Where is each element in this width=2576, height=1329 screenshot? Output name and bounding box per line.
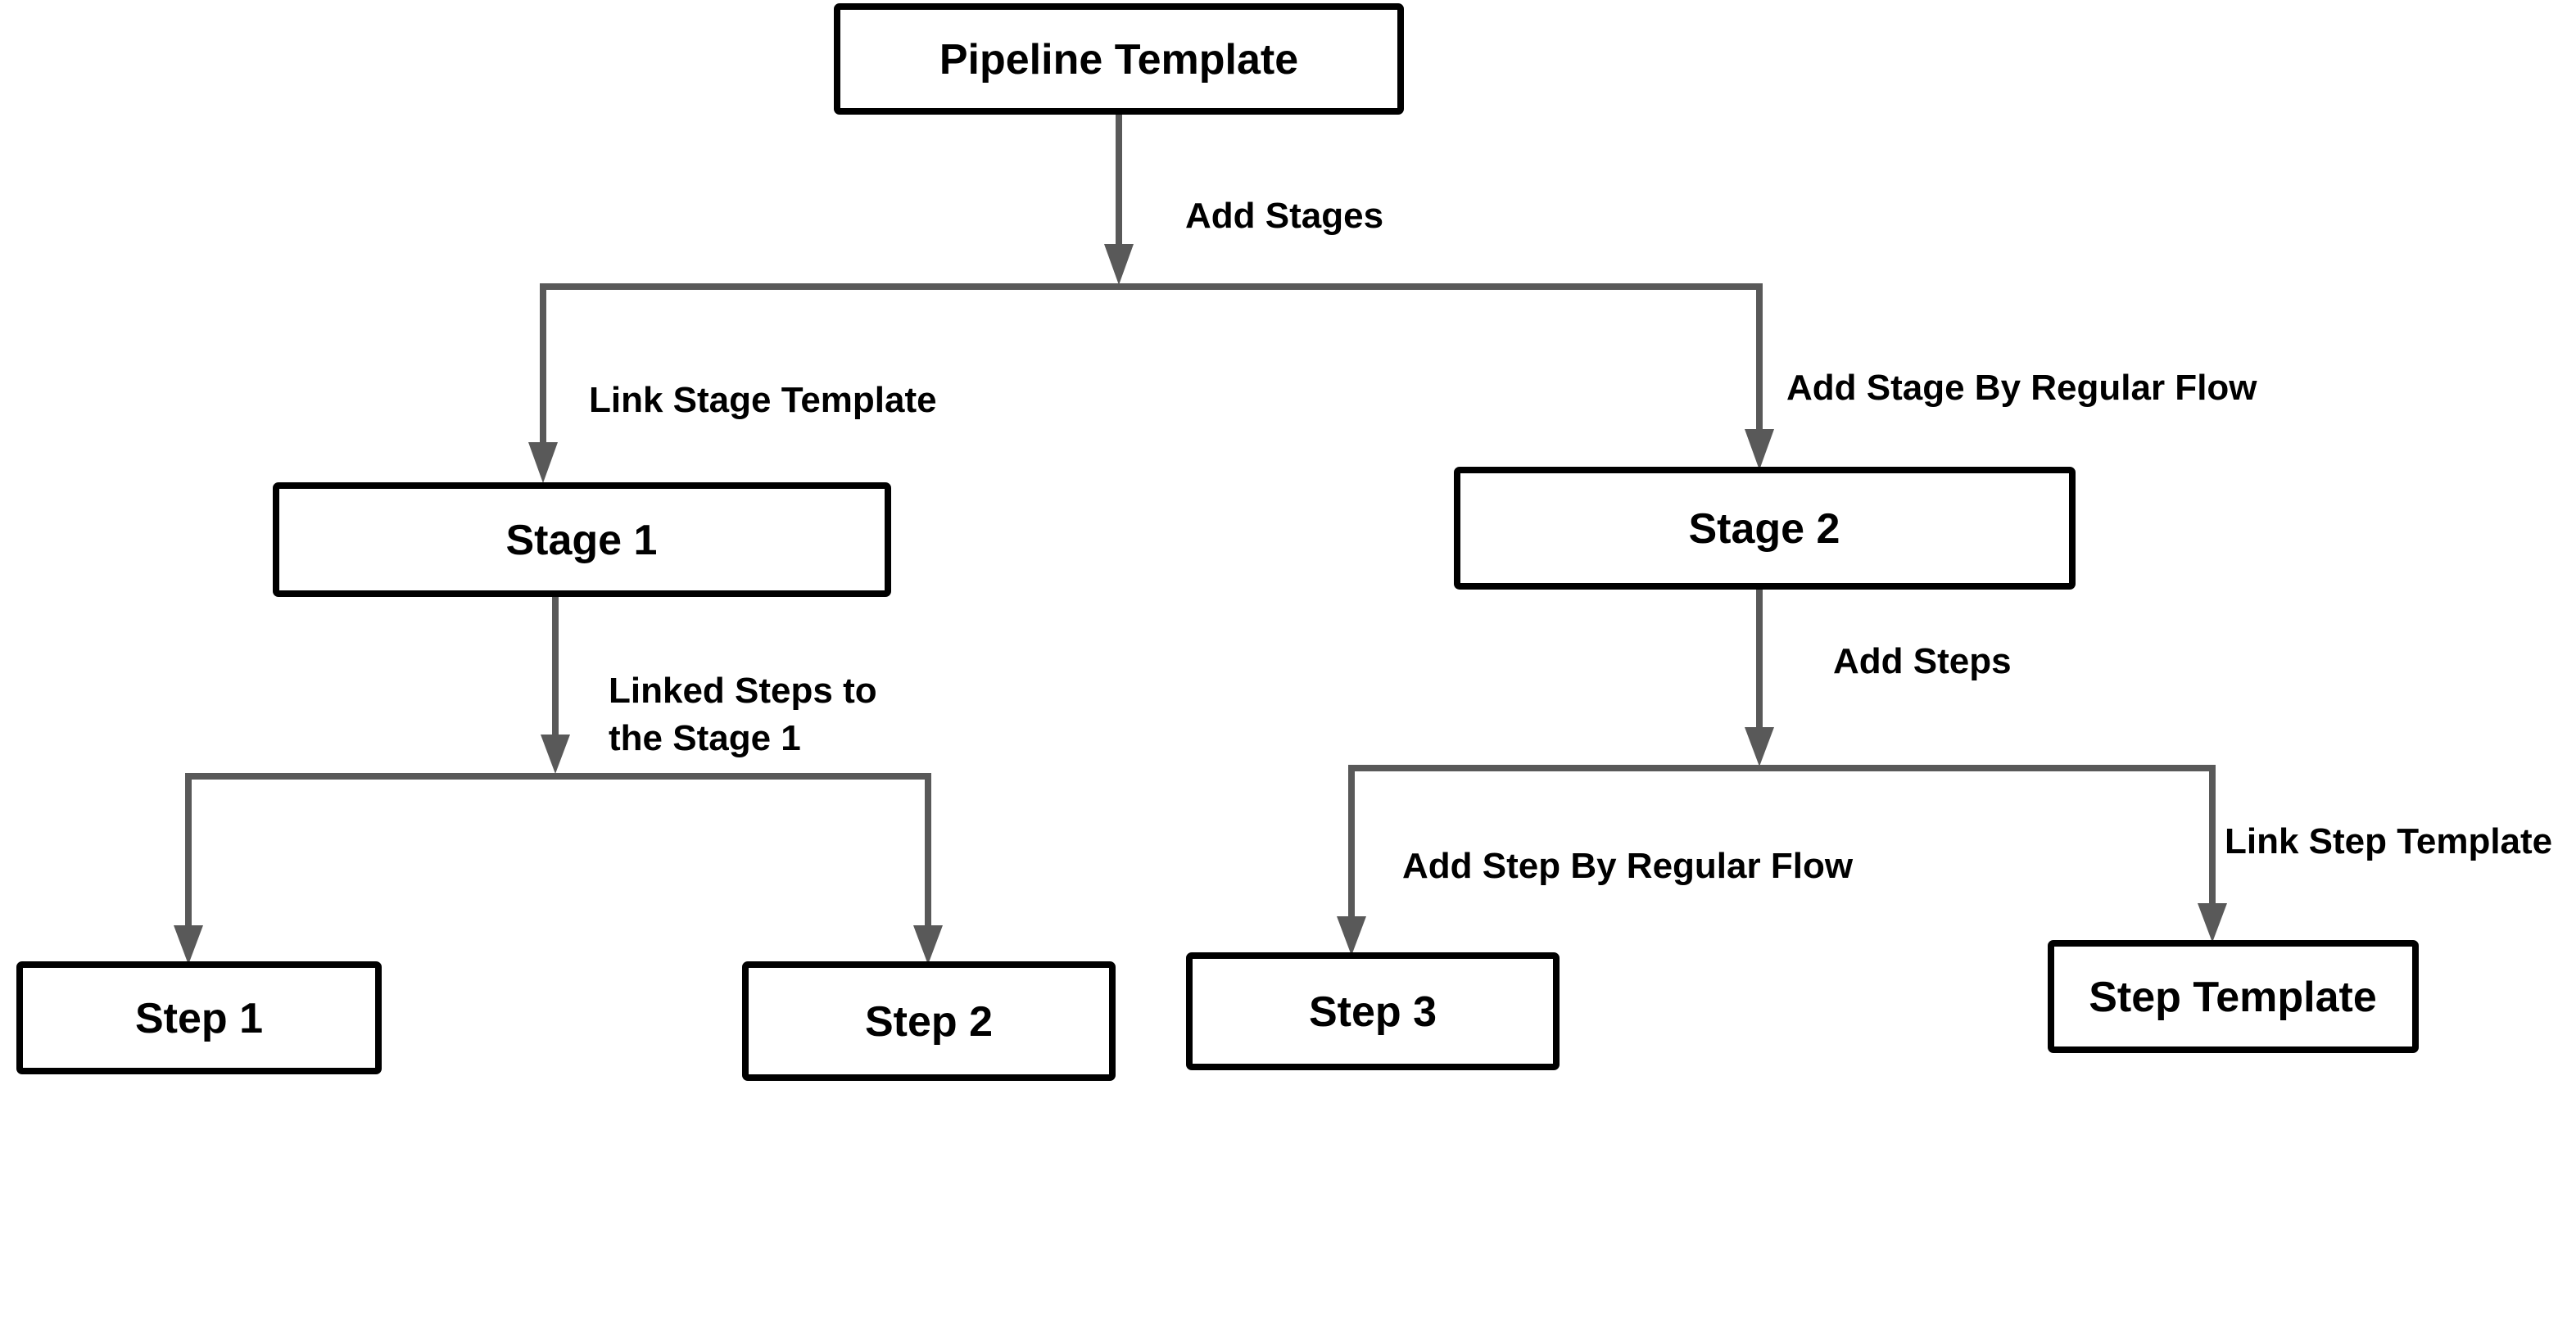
edge-label-add-stages: Add Stages: [1185, 196, 1383, 236]
edge-label-add-steps: Add Steps: [1833, 641, 2012, 681]
edge-level2-right-branch: [1337, 765, 2227, 956]
node-label-stage-2: Stage 2: [1689, 505, 1840, 553]
node-pipeline-template: Pipeline Template: [834, 3, 1404, 115]
node-label-step-3: Step 3: [1309, 988, 1437, 1036]
edge-stage1-down-arrow: [541, 594, 570, 774]
edge-label-add-step-by-regular-flow: Add Step By Regular Flow: [1402, 846, 1854, 886]
edge-level1-branch: [528, 283, 1774, 483]
node-label-pipeline-template: Pipeline Template: [939, 36, 1298, 84]
node-label-step-template: Step Template: [2089, 974, 2377, 1021]
node-step-1: Step 1: [16, 961, 382, 1074]
node-step-2: Step 2: [742, 961, 1116, 1081]
node-label-step-1: Step 1: [135, 995, 263, 1042]
node-label-step-2: Step 2: [865, 998, 993, 1046]
edge-label-link-step-template: Link Step Template: [2225, 821, 2552, 861]
edge-label-link-stage-template: Link Stage Template: [589, 380, 937, 420]
edge-stage2-down-arrow: [1745, 586, 1774, 766]
node-stage-1: Stage 1: [273, 482, 891, 597]
node-step-template: Step Template: [2048, 940, 2419, 1053]
node-stage-2: Stage 2: [1454, 467, 2076, 590]
edge-level2-left-branch: [174, 773, 943, 965]
node-label-stage-1: Stage 1: [506, 517, 658, 564]
edge-label-linked-steps-line2: the Stage 1: [609, 718, 801, 758]
edge-label-linked-steps-line1: Linked Steps to: [609, 671, 877, 711]
edge-label-add-stage-by-regular-flow: Add Stage By Regular Flow: [1786, 368, 2257, 408]
node-step-3: Step 3: [1186, 952, 1560, 1070]
edge-add-stages-arrow: [1104, 111, 1134, 285]
